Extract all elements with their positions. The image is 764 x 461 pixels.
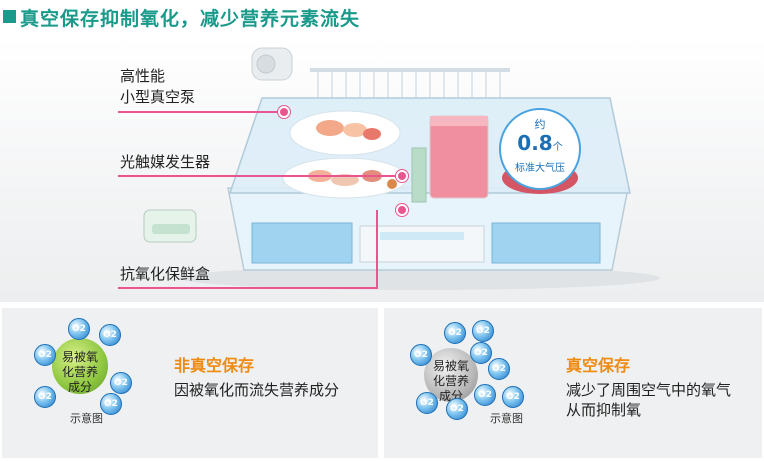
panel-desc-right-line2: 从而抑制氧	[566, 401, 642, 419]
callout-photocatalyst: 光触媒发生器	[120, 153, 211, 171]
oxygen-molecule-icon: O2	[472, 320, 494, 342]
panel-desc-right-line1: 减少了周围空气中的氧气	[566, 381, 732, 399]
badge-value-row: 0.8个	[501, 132, 579, 159]
leader-photocatalyst	[118, 175, 400, 177]
leader-dot-box	[396, 204, 408, 216]
panel-non-vacuum: 易被氧化营养成分 O2 O2 O2 O2 O2 O2 示意图 非真空保存 因被氧…	[2, 308, 378, 458]
callout-box: 抗氧化保鲜盒	[120, 265, 211, 283]
pressure-badge: 约 0.8个 标准大气压	[499, 108, 581, 190]
o2-label: O2	[478, 390, 492, 400]
panel-desc-left: 因被氧化而流失营养成分	[174, 381, 340, 399]
title-square-icon	[3, 10, 16, 23]
callout-pump-line1: 高性能	[120, 67, 166, 85]
oxygen-molecule-icon: O2	[34, 386, 56, 408]
oxygen-molecule-icon: O2	[68, 318, 90, 340]
oxygen-molecule-icon: O2	[100, 393, 122, 415]
o2-label: O2	[114, 378, 128, 388]
oxygen-molecule-icon: O2	[502, 386, 524, 408]
diagram-caption-left: 示意图	[70, 412, 103, 425]
leader-dot-pump	[278, 106, 290, 118]
o2-label: O2	[450, 404, 464, 414]
o2-label: O2	[492, 364, 506, 374]
oxygen-molecule-icon: O2	[474, 384, 496, 406]
badge-prefix: 约	[534, 118, 546, 131]
o2-label: O2	[38, 350, 52, 360]
o2-label: O2	[414, 350, 428, 360]
oxygen-molecule-icon: O2	[416, 392, 438, 414]
nutrient-core-left: 易被氧化营养成分	[52, 338, 108, 394]
oxygen-molecule-icon: O2	[34, 344, 56, 366]
core-text-left: 易被氧化营养成分	[61, 350, 98, 394]
oxygen-molecule-icon: O2	[446, 398, 468, 420]
panel-vacuum: 易被氧化营养成分 O2 O2 O2 O2 O2 O2 O2 O2 O2 示意图 …	[384, 308, 762, 458]
leader-box-vertical	[376, 210, 378, 289]
callout-pump-line2: 小型真空泵	[120, 88, 196, 106]
callout-pump: 高性能 小型真空泵	[120, 66, 195, 108]
o2-label: O2	[506, 392, 520, 402]
badge-value: 0.8	[517, 131, 553, 155]
o2-label: O2	[103, 330, 117, 340]
panel-title-left: 非真空保存	[174, 356, 255, 375]
o2-label: O2	[474, 348, 488, 358]
leader-dot-photocatalyst	[396, 170, 408, 182]
oxygen-molecule-icon: O2	[444, 322, 466, 344]
leader-pump	[118, 111, 278, 113]
badge-unit: 个	[552, 142, 563, 153]
page-header: 真空保存抑制氧化，减少营养元素流失	[0, 0, 764, 38]
diagram-caption-right: 示意图	[490, 412, 523, 425]
o2-label: O2	[38, 392, 52, 402]
oxygen-molecule-icon: O2	[110, 372, 132, 394]
o2-label: O2	[420, 398, 434, 408]
oxygen-molecule-icon: O2	[470, 342, 492, 364]
panel-title-right: 真空保存	[566, 356, 631, 375]
oxygen-molecule-icon: O2	[99, 324, 121, 346]
hero-illustration: 高性能 小型真空泵 光触媒发生器 抗氧化保鲜盒 约 0.8个 标准大气压	[0, 38, 764, 302]
oxygen-molecule-icon: O2	[410, 344, 432, 366]
oxygen-molecule-icon: O2	[488, 358, 510, 380]
page-title: 真空保存抑制氧化，减少营养元素流失	[20, 8, 361, 30]
o2-label: O2	[104, 399, 118, 409]
leader-box	[118, 287, 376, 289]
vacuum-drawer-illustration	[143, 47, 660, 290]
o2-label: O2	[72, 324, 86, 334]
o2-label: O2	[448, 328, 462, 338]
badge-label: 标准大气压	[515, 163, 565, 174]
o2-label: O2	[476, 326, 490, 336]
